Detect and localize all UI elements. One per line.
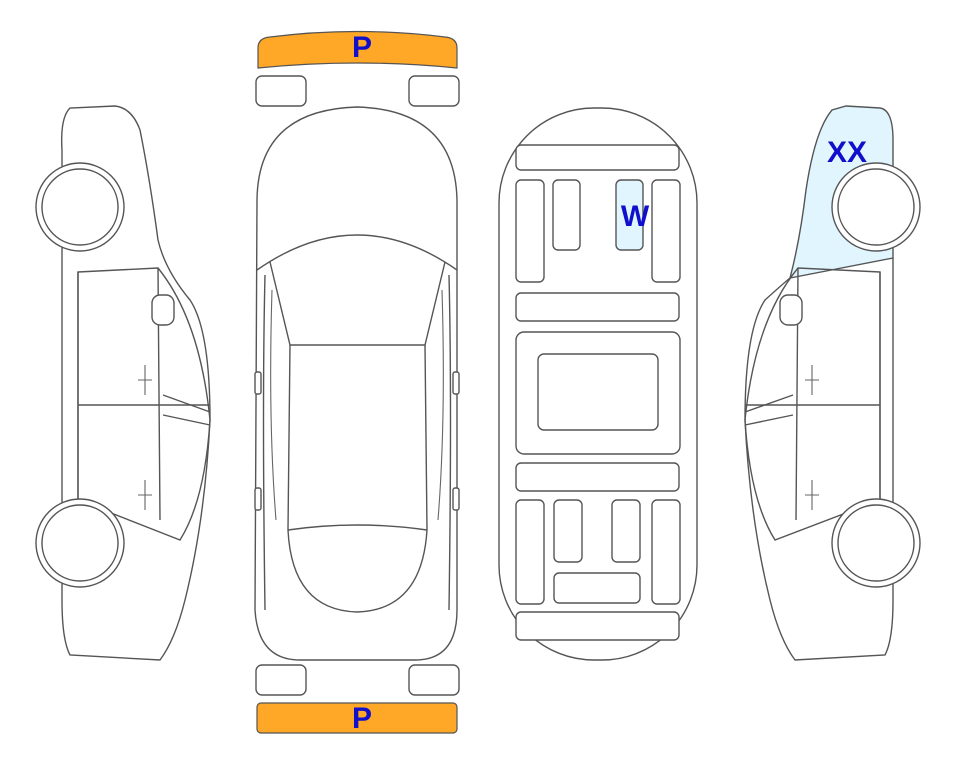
rear-right-light [408,664,460,696]
top-body-outline [254,106,458,661]
front-right-light [408,75,460,107]
rear-left-light [255,664,307,696]
interior-seat-mark: W [621,200,650,233]
right-mirror [779,294,803,326]
rear-bumper-mark: P [352,702,372,735]
right-side-mark: XX [827,136,867,169]
front-bumper [257,30,458,69]
top-view [254,30,460,734]
right-side-view [744,105,921,661]
front-left-light [255,75,307,107]
rear-bumper [256,702,458,734]
right-body-outline [744,258,894,661]
interior-seat-highlight [615,179,644,251]
left-side-view [35,105,211,661]
left-mirror [151,294,175,326]
interior-view [498,107,698,661]
front-bumper-mark: P [352,31,372,64]
